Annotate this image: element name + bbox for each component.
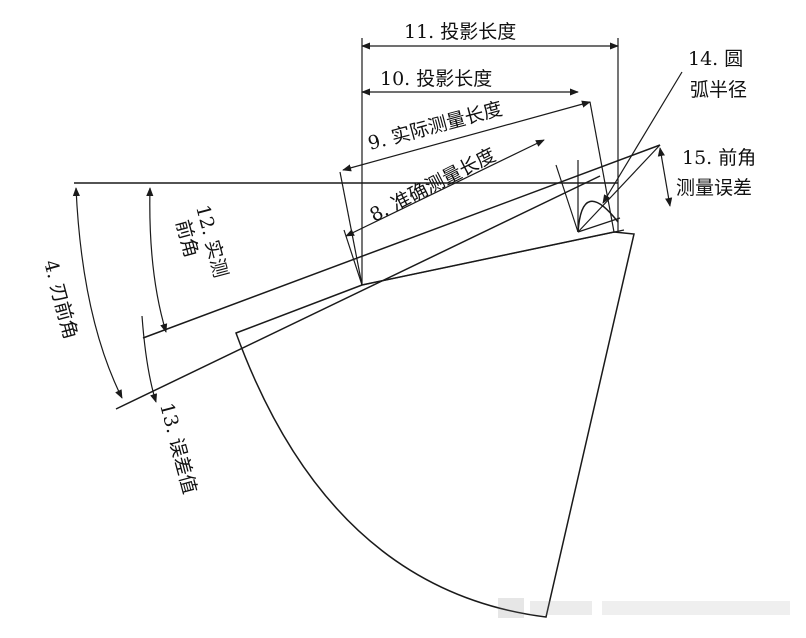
label-15-rake-error-line2: 测量误差 — [676, 177, 752, 199]
dim-8-accurate-measured-length — [345, 139, 545, 237]
actual-rake-angle-arc — [146, 187, 168, 333]
arc-radius-leader — [602, 71, 683, 204]
measured-rake-line — [142, 144, 661, 339]
label-15-rake-error-line1: 15. 前角 — [682, 147, 756, 169]
edge-arc — [577, 200, 619, 233]
edge-rake-angle-arc — [72, 187, 123, 399]
watermark-logo — [498, 598, 790, 618]
label-8-accurate-measured-length: 8. 准确测量长度 — [366, 144, 499, 226]
label-11-projection-length: 11. 投影长度 — [404, 21, 516, 43]
label-14-arc-radius-line1: 14. 圆 — [688, 48, 743, 70]
reference-rake-line — [361, 229, 625, 286]
label-10-projection-length: 10. 投影长度 — [380, 68, 492, 90]
edge-rake-line — [115, 175, 601, 410]
label-13-error-value: 13. 误差值 — [155, 401, 200, 497]
label-4-edge-rake-angle: 4. 刃前角 — [39, 258, 81, 342]
dim-15-rake-error — [657, 147, 673, 207]
tool-body-outline — [235, 231, 635, 618]
label-14-arc-radius-line2: 弧半径 — [690, 79, 747, 101]
error-value-arc — [141, 315, 158, 403]
